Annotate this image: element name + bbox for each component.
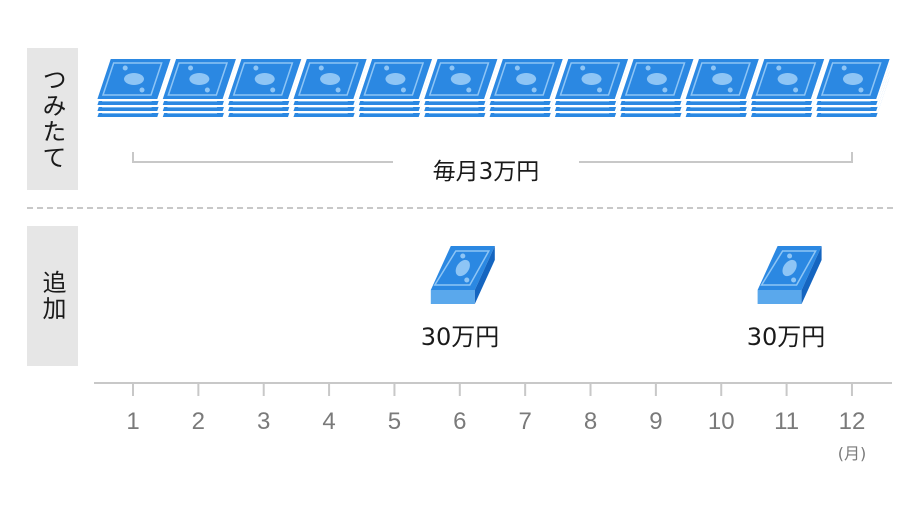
x-axis-ticks bbox=[132, 383, 853, 396]
x-axis-month-label: 6 bbox=[453, 408, 467, 435]
extra-amount-label-2: 30万円 bbox=[746, 323, 826, 351]
x-axis-month-label: 11 bbox=[774, 408, 800, 435]
extra-money-blocks bbox=[430, 246, 822, 304]
monthly-bill-stack bbox=[225, 57, 305, 119]
monthly-bills bbox=[94, 57, 893, 119]
extra-amount-label-1: 30万円 bbox=[420, 323, 500, 351]
monthly-bill-stack bbox=[94, 57, 174, 119]
monthly-bill-stack bbox=[290, 57, 370, 119]
row-divider bbox=[27, 207, 893, 209]
monthly-bill-stack bbox=[159, 57, 239, 119]
extra-money-block bbox=[757, 246, 822, 304]
monthly-bill-stack bbox=[748, 57, 827, 119]
monthly-bill-stack bbox=[552, 57, 631, 119]
extra-money-block bbox=[430, 246, 495, 304]
x-axis-month-label: 2 bbox=[191, 408, 206, 435]
x-axis-month-label: 12 bbox=[838, 408, 866, 435]
monthly-bill-stack bbox=[486, 57, 566, 119]
x-axis-month-label: 1 bbox=[126, 408, 140, 435]
row-label-tsuika-text: 追加 bbox=[38, 270, 66, 322]
x-axis-month-label: 8 bbox=[583, 408, 598, 435]
monthly-bill-stack bbox=[356, 57, 435, 119]
x-axis-month-label: 9 bbox=[649, 408, 663, 435]
row-label-tsumitate-text: つみたて bbox=[38, 67, 66, 171]
x-axis-month-label: 4 bbox=[322, 408, 336, 435]
monthly-bill-stack bbox=[421, 57, 501, 119]
row-label-tsuika: 追加 bbox=[27, 226, 78, 366]
x-axis-month-label: 5 bbox=[387, 408, 402, 435]
monthly-bill-stack bbox=[682, 57, 762, 119]
x-axis-unit-label: (月) bbox=[837, 444, 867, 463]
monthly-bill-stack bbox=[617, 57, 697, 119]
row-label-tsumitate: つみたて bbox=[27, 48, 78, 190]
x-axis-month-label: 7 bbox=[518, 408, 532, 435]
monthly-bill-stack bbox=[813, 57, 893, 119]
x-axis-month-label: 3 bbox=[257, 408, 271, 435]
monthly-amount-label: 毎月3万円 bbox=[393, 152, 579, 186]
x-axis-month-label: 10 bbox=[707, 408, 735, 435]
